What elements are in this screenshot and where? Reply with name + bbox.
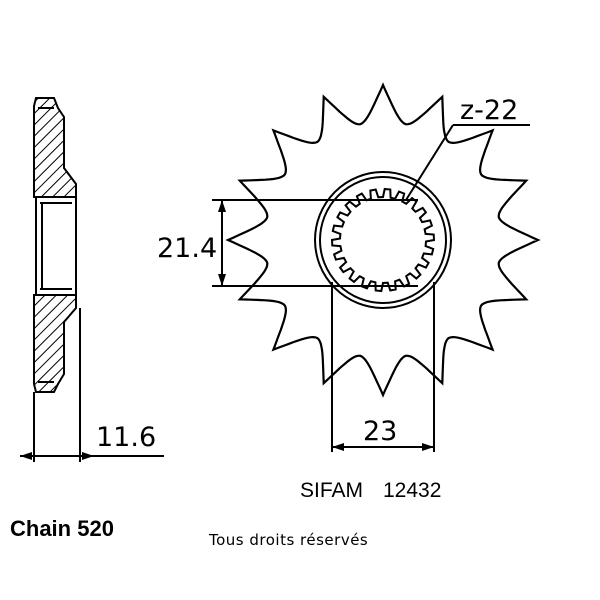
hub-outer-circle: [314, 171, 452, 309]
front-view: [225, 82, 541, 398]
teeth-count-label: z-22: [460, 95, 518, 126]
side-view: [33, 97, 81, 462]
part-number-label: 12432: [383, 479, 441, 502]
side-view-upper-section: [33, 97, 77, 198]
side-view-lower-section: [33, 294, 77, 393]
thickness-dimension: 11.6: [20, 422, 164, 460]
hub-inner-circle: [319, 176, 447, 304]
thickness-label: 11.6: [96, 422, 156, 453]
teeth-count-callout: z-22: [405, 95, 530, 201]
spline-teeth: [330, 187, 436, 293]
spline-diameter-dimension: 21.4: [157, 199, 418, 287]
sprocket-outer-teeth: [225, 82, 541, 398]
spline-diameter-label: 21.4: [157, 233, 217, 264]
hub-diameter-dimension: 23: [331, 282, 435, 452]
brand-label: SIFAM: [300, 479, 363, 502]
copyright-label: Tous droits réservés: [208, 531, 368, 549]
hub-diameter-label: 23: [363, 416, 397, 447]
chain-label: Chain 520: [10, 516, 114, 541]
